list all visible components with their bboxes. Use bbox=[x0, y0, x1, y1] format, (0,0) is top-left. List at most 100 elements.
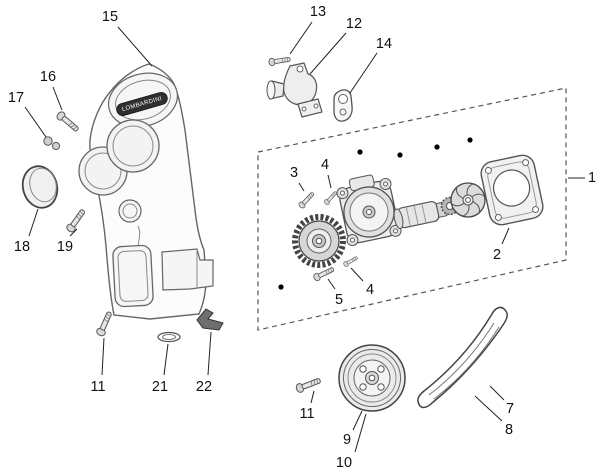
cover-small-port-inner bbox=[122, 203, 138, 219]
bolt-13 bbox=[267, 55, 292, 67]
leader-line-13 bbox=[289, 21, 313, 55]
bolt-5 bbox=[312, 265, 336, 283]
gasket-14-hole-a bbox=[338, 94, 348, 104]
pulley-ring-2 bbox=[347, 353, 397, 403]
belt-loop bbox=[417, 306, 508, 409]
cover-step-flange bbox=[161, 248, 214, 291]
nut-17-b bbox=[51, 141, 61, 151]
ring-21 bbox=[157, 331, 181, 343]
part-label-7: 7 bbox=[506, 401, 514, 417]
ring-21-inner bbox=[162, 334, 176, 340]
thermostat-outlet-mouth bbox=[266, 80, 276, 100]
cap-18 bbox=[21, 165, 59, 209]
leader-line-14 bbox=[349, 52, 378, 94]
leader-line-5 bbox=[327, 278, 336, 290]
marker-dot bbox=[357, 149, 363, 155]
marker-dot bbox=[434, 144, 440, 150]
leader-line-15 bbox=[117, 26, 153, 67]
pulley-hole-1 bbox=[377, 365, 385, 373]
part-label-4a: 4 bbox=[321, 157, 329, 173]
thermostat-flange-hole-a bbox=[301, 106, 307, 112]
leader-line-4b bbox=[350, 267, 364, 282]
part-label-5: 5 bbox=[335, 292, 343, 308]
leader-line-21 bbox=[163, 343, 169, 376]
pulley-ring-1 bbox=[343, 349, 401, 407]
cover-fasteners bbox=[21, 109, 224, 343]
part-label-16: 16 bbox=[40, 69, 56, 85]
thermostat-flange-hole-b bbox=[313, 103, 319, 109]
cover-boss-large-inner bbox=[84, 152, 122, 190]
toothed-pulley bbox=[292, 214, 346, 268]
nut-17-a bbox=[43, 136, 53, 146]
part-label-21: 21 bbox=[152, 379, 168, 395]
marker-dot bbox=[467, 137, 473, 143]
leader-line-10 bbox=[354, 413, 367, 453]
part-label-14: 14 bbox=[376, 36, 392, 52]
thermostat-housing-12 bbox=[282, 62, 318, 106]
part-label-11a: 11 bbox=[90, 379, 105, 395]
leader-line-9 bbox=[352, 410, 363, 431]
gasket-plate-2 bbox=[480, 154, 544, 226]
leader-line-11a bbox=[101, 337, 105, 376]
part-label-8: 8 bbox=[505, 422, 513, 438]
pump-shaft-bearing bbox=[393, 201, 448, 230]
cap-18-rim bbox=[29, 167, 57, 203]
timing-cover-drawing: LOMBARDINI bbox=[78, 63, 214, 320]
part-label-9: 9 bbox=[343, 432, 351, 448]
leader-line-8 bbox=[474, 395, 503, 422]
gasket-14-hole-b bbox=[339, 108, 347, 116]
cover-small-port bbox=[118, 199, 142, 223]
bracket-22 bbox=[196, 308, 224, 331]
marker-dot bbox=[278, 284, 284, 290]
leader-line-3 bbox=[298, 182, 305, 192]
crank-pulley-assembly bbox=[294, 344, 406, 412]
bolt-16 bbox=[54, 109, 81, 134]
pulley-hole-2 bbox=[359, 365, 367, 373]
leader-line-19 bbox=[69, 228, 78, 237]
marker-dot bbox=[397, 152, 403, 158]
part-label-19: 19 bbox=[57, 239, 73, 255]
part-label-2: 2 bbox=[493, 247, 501, 263]
part-label-1: 1 bbox=[588, 170, 596, 186]
part-label-3: 3 bbox=[290, 165, 298, 181]
leader-line-16 bbox=[52, 86, 63, 111]
part-label-11b: 11 bbox=[299, 406, 314, 422]
part-label-17: 17 bbox=[8, 90, 24, 106]
pump-housing bbox=[336, 174, 402, 247]
part-label-15: 15 bbox=[102, 9, 118, 25]
bolt-3 bbox=[297, 190, 316, 210]
pulley-teeth bbox=[292, 214, 346, 268]
part-label-13: 13 bbox=[310, 4, 326, 20]
part-label-12: 12 bbox=[346, 16, 362, 32]
leader-line-4a bbox=[327, 174, 332, 189]
cover-boss-upper bbox=[106, 119, 160, 173]
leader-line-17 bbox=[24, 106, 47, 138]
thermostat-assembly bbox=[266, 55, 353, 122]
bolt-11-left bbox=[95, 310, 115, 338]
belt-inner-edge-1 bbox=[428, 322, 495, 396]
part-label-22: 22 bbox=[196, 379, 212, 395]
leader-line-2 bbox=[501, 227, 510, 245]
leader-line-22 bbox=[207, 331, 212, 376]
leader-line-11b bbox=[310, 390, 315, 404]
pulley-bore bbox=[315, 237, 323, 245]
belt-inner-edge-2 bbox=[433, 326, 500, 400]
leader-line-7 bbox=[489, 385, 505, 401]
kit-boundary-box bbox=[257, 87, 567, 331]
leader-line-12 bbox=[309, 32, 347, 75]
pulley-hole-4 bbox=[377, 383, 385, 391]
part-label-18: 18 bbox=[14, 239, 30, 255]
part-label-4b: 4 bbox=[366, 282, 374, 298]
bolt-4-upper bbox=[323, 190, 339, 206]
pulley-hole-3 bbox=[359, 383, 367, 391]
v-belt bbox=[417, 306, 508, 409]
leader-line-18 bbox=[28, 208, 39, 237]
pulley-hub-bore bbox=[368, 374, 376, 382]
cover-lower-opening bbox=[112, 244, 154, 308]
cover-top-oval-inner bbox=[115, 79, 171, 121]
bolt-4-lower bbox=[342, 254, 359, 268]
impeller bbox=[450, 182, 486, 218]
